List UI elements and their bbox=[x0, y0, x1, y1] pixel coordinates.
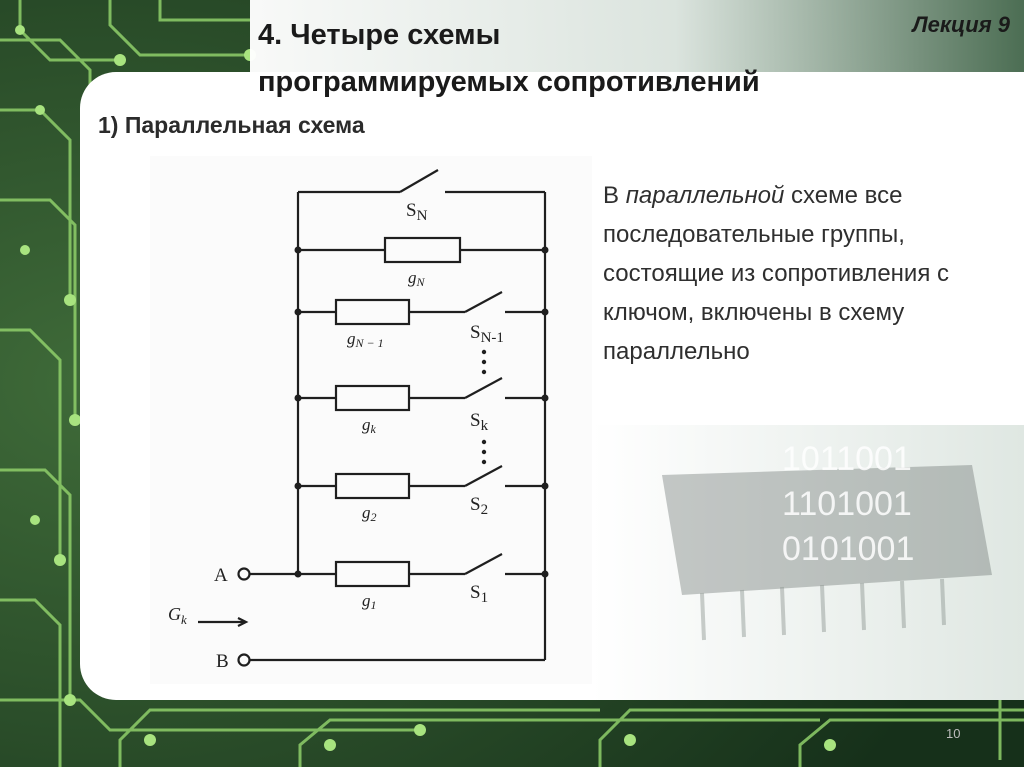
header-band bbox=[250, 0, 1024, 72]
slide-title: 4. Четыре схемы программируемых сопротив… bbox=[258, 12, 760, 106]
description-text: В параллельной схеме все последовательны… bbox=[603, 176, 1003, 371]
slide-title-line2: программируемых сопротивлений bbox=[258, 66, 760, 98]
terminal-label-b: B bbox=[216, 651, 229, 672]
switch-label-s1: S1 bbox=[470, 582, 488, 606]
terminal-label-a: A bbox=[214, 565, 228, 586]
total-conductance-label: Gk bbox=[168, 604, 187, 627]
parallel-circuit-schematic: SN gN SN-1 gN − 1 Sk gk S2 g2 S1 g1 A B … bbox=[168, 169, 549, 672]
binary-line-1: 1011001 bbox=[782, 440, 912, 478]
circuit-diagram: SN gN SN-1 gN − 1 Sk gk S2 g2 S1 g1 A B … bbox=[150, 156, 592, 684]
description-emphasis: параллельной bbox=[625, 182, 785, 209]
switch-label-sn-1: SN-1 bbox=[470, 322, 504, 346]
chip-image: 1011001 1101001 0101001 bbox=[592, 425, 1024, 700]
chip-illustration: 1011001 1101001 0101001 bbox=[592, 425, 1024, 700]
conductance-label-gn-1: gN − 1 bbox=[347, 329, 384, 350]
lecture-number: Лекция 9 bbox=[912, 12, 1010, 37]
binary-line-3: 0101001 bbox=[782, 530, 914, 568]
description-prefix: В bbox=[603, 182, 626, 209]
conductance-label-gn: gN bbox=[408, 268, 426, 289]
page-number: 10 bbox=[946, 726, 961, 741]
description-body: схеме все последовательные группы, состо… bbox=[603, 182, 949, 365]
conductance-label-gk: gk bbox=[362, 415, 377, 436]
conductance-label-g2: g2 bbox=[362, 503, 377, 524]
switch-label-sk: Sk bbox=[470, 410, 489, 434]
slide-title-line1: 4. Четыре схемы bbox=[258, 19, 501, 51]
section-label: 1) Параллельная схема bbox=[88, 104, 464, 156]
binary-line-2: 1101001 bbox=[782, 485, 912, 523]
switch-label-sn: SN bbox=[406, 200, 428, 224]
conductance-label-g1: g1 bbox=[362, 591, 377, 612]
switch-label-s2: S2 bbox=[470, 494, 488, 518]
